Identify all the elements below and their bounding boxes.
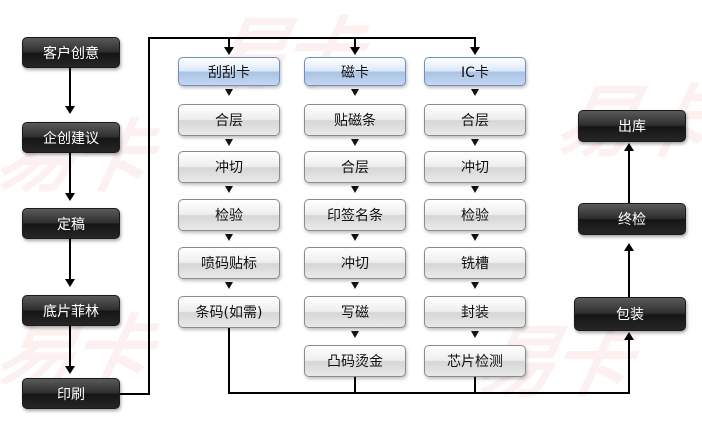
node-final-inspection: 终检 [578, 203, 686, 235]
connector-line [628, 340, 630, 394]
arrow-down-icon [65, 279, 75, 287]
step-node: 封装 [424, 296, 526, 328]
column-header-scratch-card: 刮刮卡 [178, 57, 280, 86]
connector-line [228, 37, 230, 49]
arrow-down-icon [350, 47, 360, 55]
node-film: 底片菲林 [22, 295, 120, 326]
triangle-down-icon [225, 139, 233, 146]
arrow-up-icon [624, 243, 634, 251]
column-header-ic-card: IC卡 [424, 57, 526, 86]
step-node: 合层 [178, 104, 280, 136]
step-node: 铣槽 [424, 247, 526, 279]
step-node: 贴磁条 [304, 104, 406, 136]
triangle-down-icon [471, 282, 479, 289]
arrow-down-icon [470, 47, 480, 55]
node-enterprise-proposal: 企创建议 [22, 122, 120, 153]
connector-line [69, 153, 71, 194]
step-node: 芯片检测 [424, 345, 526, 377]
connector-line [148, 37, 476, 39]
triangle-down-icon [351, 139, 359, 146]
connector-line [69, 326, 71, 367]
connector-line [69, 239, 71, 280]
arrow-down-icon [65, 106, 75, 114]
step-node: 喷码贴标 [178, 247, 280, 279]
connector-line [628, 150, 630, 203]
triangle-down-icon [225, 89, 233, 96]
node-printing: 印刷 [22, 378, 120, 409]
triangle-down-icon [225, 234, 233, 241]
triangle-down-icon [471, 331, 479, 338]
step-node: 凸码烫金 [304, 345, 406, 377]
arrow-up-icon [624, 332, 634, 340]
step-node: 检验 [178, 199, 280, 231]
triangle-down-icon [471, 89, 479, 96]
step-node: 合层 [424, 104, 526, 136]
connector-line [228, 392, 630, 394]
arrow-up-icon [624, 143, 634, 151]
step-node: 合层 [304, 151, 406, 183]
triangle-down-icon [351, 282, 359, 289]
triangle-down-icon [351, 186, 359, 193]
connector-line [474, 377, 476, 394]
node-packaging: 包装 [574, 297, 686, 331]
triangle-down-icon [351, 234, 359, 241]
column-header-magnetic-card: 磁卡 [304, 57, 406, 86]
step-node: 印签名条 [304, 199, 406, 231]
step-node: 冲切 [178, 151, 280, 183]
arrow-down-icon [65, 193, 75, 201]
triangle-down-icon [471, 234, 479, 241]
connector-line [120, 393, 150, 395]
connector-line [69, 68, 71, 107]
triangle-down-icon [225, 282, 233, 289]
triangle-down-icon [351, 89, 359, 96]
node-outbound: 出库 [578, 110, 686, 142]
step-node: 检验 [424, 199, 526, 231]
step-node: 冲切 [424, 151, 526, 183]
connector-line [148, 37, 150, 395]
triangle-down-icon [471, 139, 479, 146]
arrow-down-icon [65, 366, 75, 374]
arrow-down-icon [224, 47, 234, 55]
node-customer-idea: 客户创意 [22, 37, 120, 68]
connector-line [474, 37, 476, 49]
connector-line [354, 377, 356, 394]
triangle-down-icon [471, 186, 479, 193]
connector-line [628, 250, 630, 297]
connector-line [354, 37, 356, 49]
step-node: 写磁 [304, 296, 406, 328]
triangle-down-icon [225, 186, 233, 193]
node-final-draft: 定稿 [22, 208, 120, 239]
step-node: 条码(如需) [178, 296, 280, 328]
triangle-down-icon [351, 331, 359, 338]
step-node: 冲切 [304, 247, 406, 279]
connector-line [228, 326, 230, 394]
